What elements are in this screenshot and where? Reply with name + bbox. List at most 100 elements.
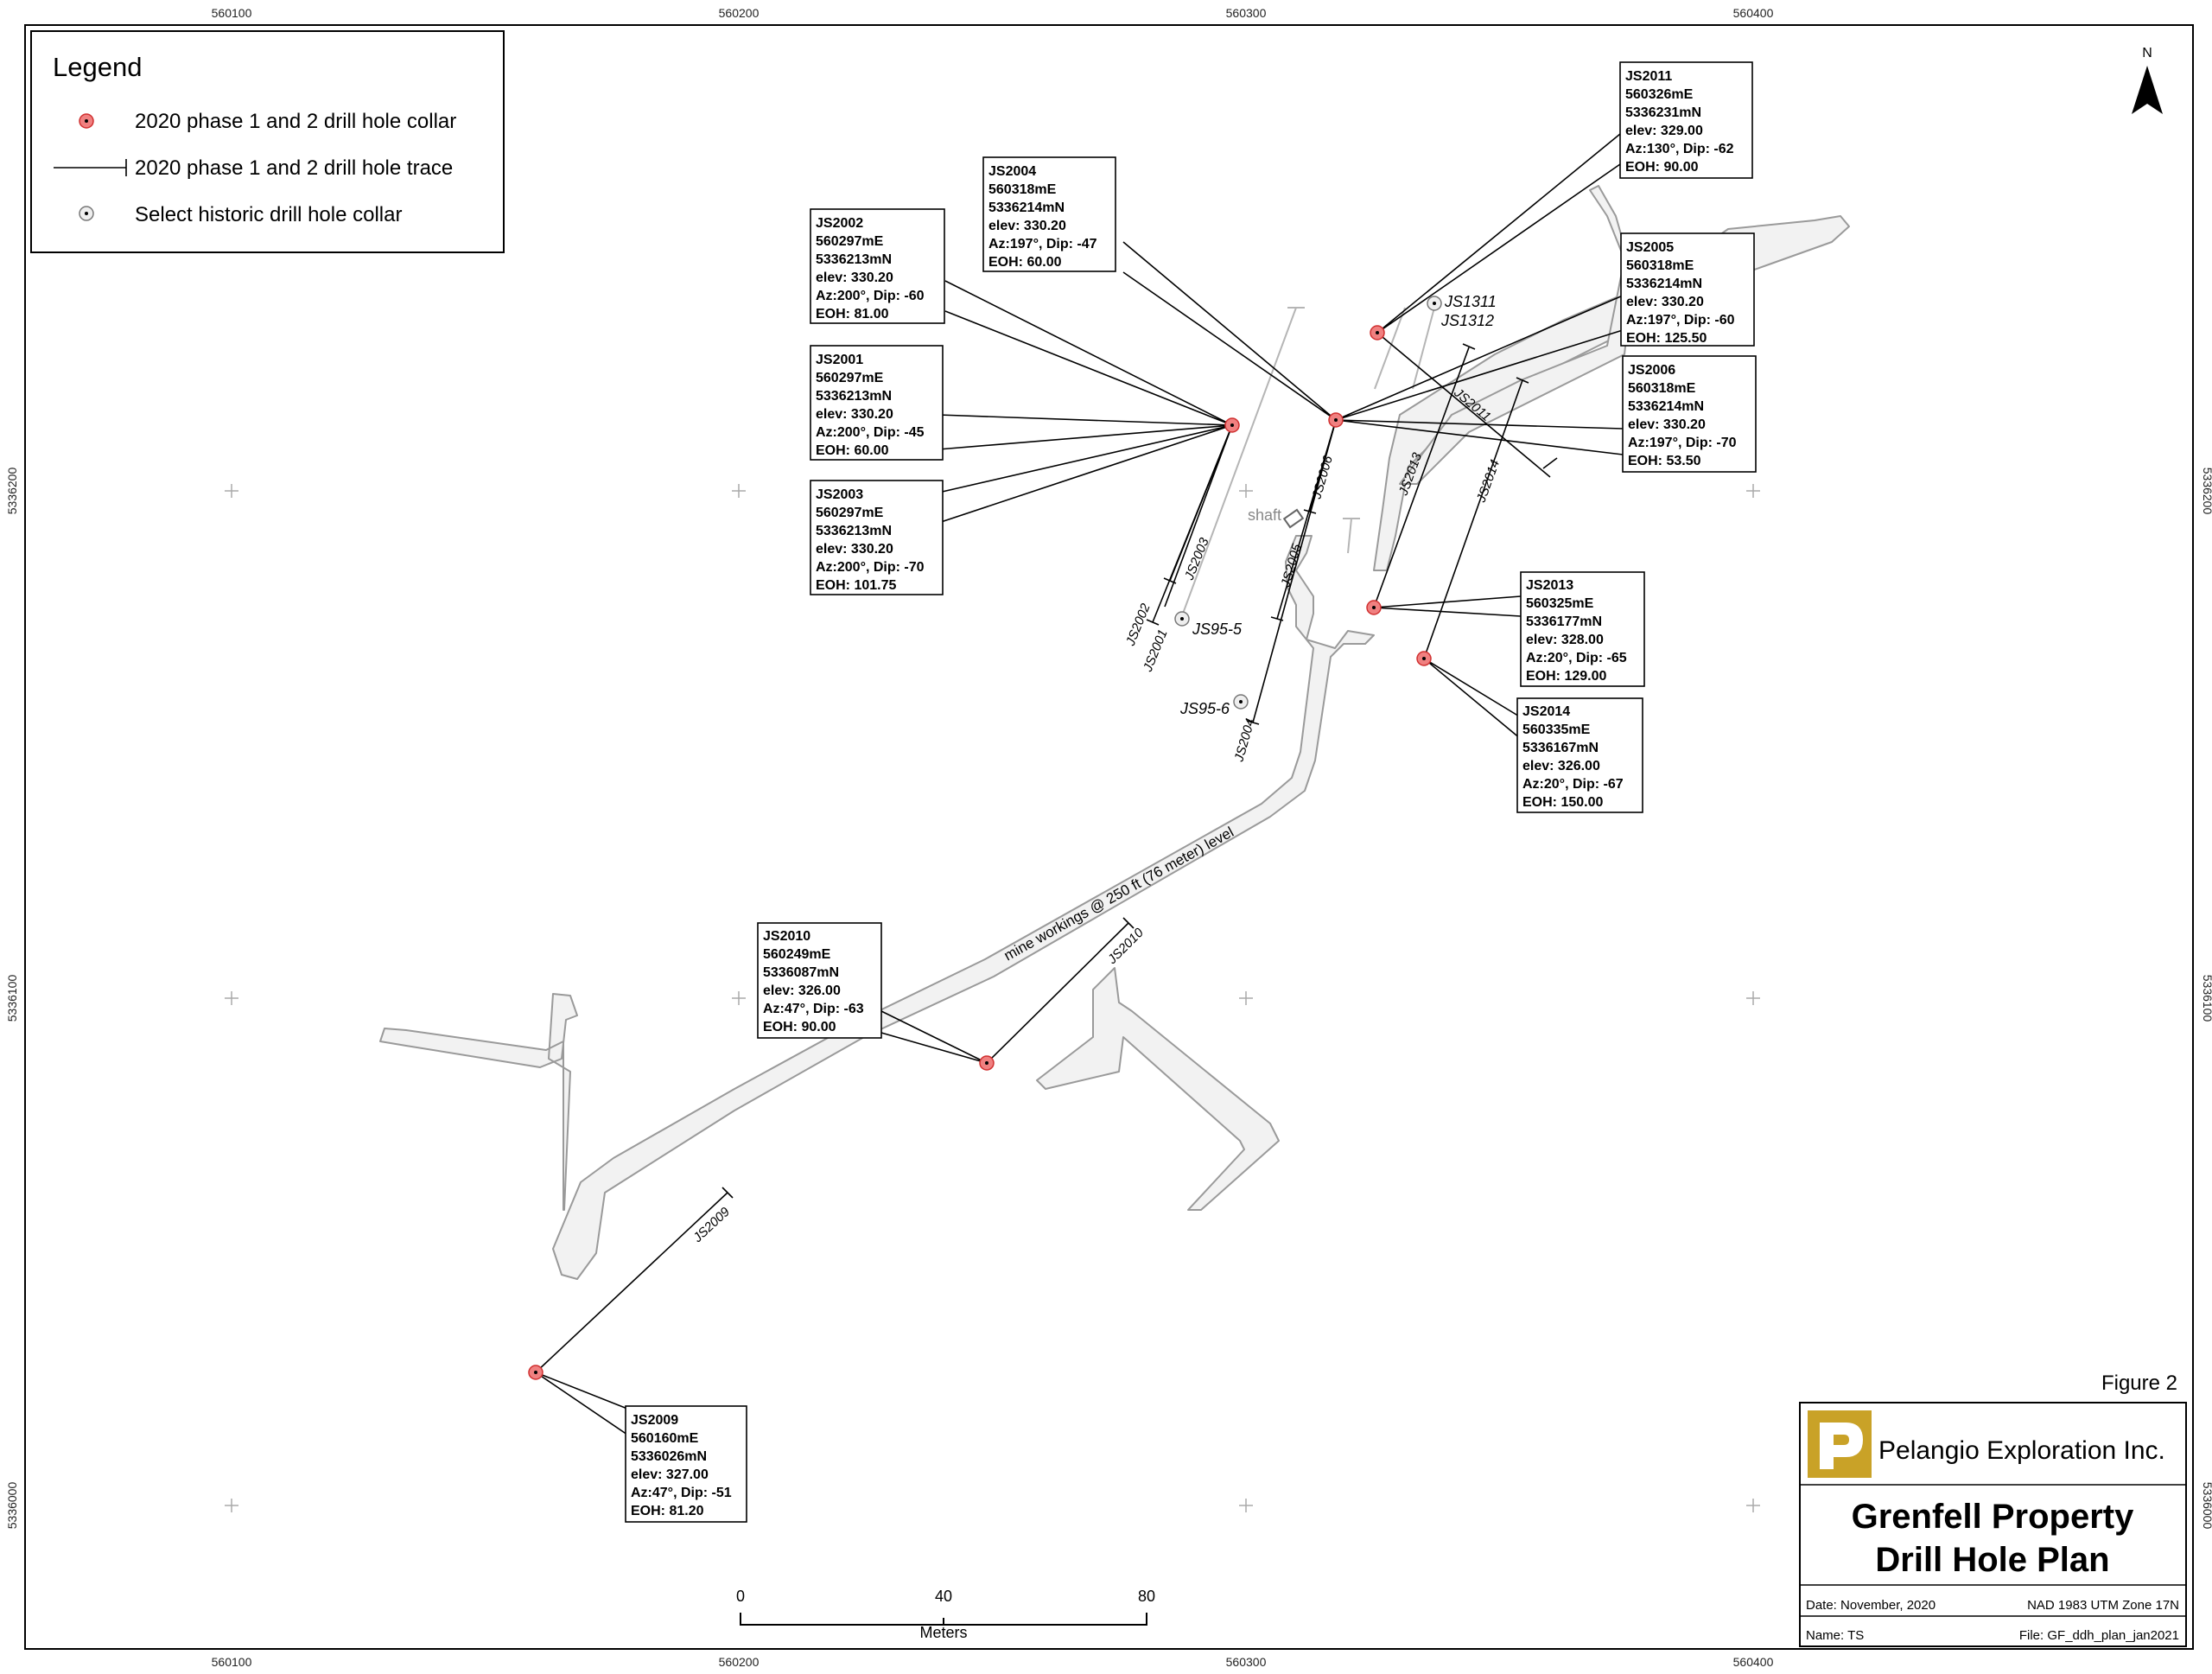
callout-line: JS2001 <box>816 353 863 367</box>
historic-collar-dot <box>1239 700 1243 703</box>
leader-js2006 <box>1335 419 1624 455</box>
legend-item-label: 2020 phase 1 and 2 drill hole collar <box>135 110 456 133</box>
grid-cross <box>1746 991 1760 1005</box>
callout-line: JS2011 <box>1625 69 1672 84</box>
callout-line: Az:47°, Dip: -51 <box>631 1486 732 1500</box>
callout-line: Az:197°, Dip: -60 <box>1626 313 1735 328</box>
easting-label: 560200 <box>719 1655 760 1669</box>
trace-js2009-tick <box>721 1187 734 1199</box>
callout-line: EOH: 60.00 <box>816 443 889 458</box>
callout-line: elev: 329.00 <box>1625 124 1703 138</box>
south-cross-cut <box>1036 967 1280 1211</box>
callout-box <box>1520 571 1645 687</box>
trace-js2005-tick <box>1246 720 1260 725</box>
collar-js2004 <box>1328 412 1344 428</box>
callout-js2002: JS2002 560297mE 5336213mN elev: 330.20 A… <box>810 208 945 324</box>
collar-js2002 <box>1224 417 1240 433</box>
callout-line: JS2003 <box>816 487 863 502</box>
trace-js2011-tick <box>1542 457 1558 469</box>
red-collar-dot <box>85 119 88 123</box>
easting-labels-top: 560100 560200 560300 560400 <box>212 6 1774 20</box>
callout-line: EOH: 125.50 <box>1626 331 1707 346</box>
historic-trace <box>1374 307 1406 390</box>
northing-label: 5336100 <box>5 975 19 1022</box>
file-text: File: GF_ddh_plan_jan2021 <box>2019 1628 2179 1643</box>
logo-p-glyph <box>1820 1423 1863 1469</box>
callout-box <box>1516 697 1643 813</box>
callout-line: 560297mE <box>816 506 884 520</box>
callout-line: JS2005 <box>1626 240 1674 255</box>
callout-js2011: JS2011 560326mE 5336231mN elev: 329.00 A… <box>1619 61 1753 179</box>
callout-line: 560318mE <box>1628 381 1696 396</box>
grid-cross <box>225 1499 238 1512</box>
trace-js2010 <box>986 922 1129 1064</box>
historic-label: JS95-6 <box>1179 700 1230 717</box>
scale-bar-line <box>740 1613 1147 1626</box>
callout-line: elev: 330.20 <box>1628 417 1706 432</box>
callout-js2003: JS2003 560297mE 5336213mN elev: 330.20 A… <box>810 480 944 595</box>
easting-label: 560400 <box>1733 6 1774 20</box>
main-drift <box>552 535 1375 1280</box>
trace-js2003-tick <box>1163 577 1177 584</box>
leader-js2004 <box>1122 241 1337 421</box>
map-frame <box>24 24 2194 1650</box>
leader-js2010 <box>880 1010 988 1064</box>
historic-collar-dot <box>1433 302 1436 305</box>
trace-js2006 <box>1309 419 1337 512</box>
callout-line: elev: 328.00 <box>1526 633 1604 647</box>
drill-traces <box>535 332 1558 1373</box>
legend-item-label: Select historic drill hole collar <box>135 203 402 226</box>
grid-cross <box>1239 991 1253 1005</box>
leader-js2013 <box>1373 595 1522 617</box>
easting-label: 560400 <box>1733 1655 1774 1669</box>
collar-js2009 <box>528 1365 543 1380</box>
callout-js2014: JS2014 560335mE 5336167mN elev: 326.00 A… <box>1516 697 1643 813</box>
callout-box <box>810 480 944 595</box>
callout-line: 5336167mN <box>1522 741 1599 755</box>
callout-line: 560335mE <box>1522 722 1591 737</box>
easting-labels-bottom: 560100 560200 560300 560400 <box>212 1655 1774 1669</box>
legend-item-historic: Select historic drill hole collar <box>79 203 402 226</box>
historic-trace <box>1412 307 1435 390</box>
leader-js2009 <box>535 1372 628 1435</box>
north-label: N <box>2142 46 2152 60</box>
callout-line: 5336087mN <box>763 965 839 980</box>
trace-js2001 <box>1164 424 1233 608</box>
historic-trace <box>1347 518 1352 554</box>
company-name: Pelangio Exploration Inc. <box>1878 1436 2165 1465</box>
northing-label: 5336200 <box>5 468 19 515</box>
callout-js2004: JS2004 560318mE 5336214mN elev: 330.20 A… <box>982 156 1116 272</box>
leader-js2003 <box>938 424 1233 524</box>
shaft-box <box>1282 508 1305 529</box>
callout-box <box>625 1405 747 1523</box>
northing-label: 5336200 <box>2201 468 2212 515</box>
legend-item-trace: 2020 phase 1 and 2 drill hole trace <box>54 156 453 180</box>
scale-tick-label: 80 <box>1138 1588 1155 1605</box>
callout-line: Az:200°, Dip: -70 <box>816 560 925 575</box>
callout-line: 5336214mN <box>1626 277 1702 291</box>
collar-dot <box>1422 657 1426 660</box>
trace-js2013-tick <box>1462 343 1476 350</box>
callout-line: EOH: 81.00 <box>816 307 889 321</box>
callout-box <box>1622 355 1757 473</box>
trace-js2003 <box>1169 424 1233 582</box>
trace-line-icon <box>54 159 127 176</box>
callout-line: 560249mE <box>763 947 831 962</box>
callout-line: 560318mE <box>1626 258 1694 273</box>
callout-js2010: JS2010 560249mE 5336087mN elev: 326.00 A… <box>757 922 882 1039</box>
callout-line: elev: 330.20 <box>816 542 893 557</box>
historic-collar-dot <box>85 212 88 215</box>
callout-js2006: JS2006 560318mE 5336214mN elev: 330.20 A… <box>1622 355 1757 473</box>
date-text: Date: November, 2020 <box>1806 1598 1936 1613</box>
callout-line: 560160mE <box>631 1431 699 1446</box>
leader-js2002 <box>944 280 1233 426</box>
leader-js2005 <box>1335 295 1624 421</box>
callout-line: 560318mE <box>988 182 1057 197</box>
callout-line: JS2009 <box>631 1413 678 1428</box>
trace-js2014 <box>1423 379 1523 659</box>
callout-line: elev: 326.00 <box>1522 759 1600 773</box>
west-cross-cut <box>379 993 578 1211</box>
figure-label: Figure 2 <box>2101 1372 2177 1395</box>
trace-js2013 <box>1373 347 1470 608</box>
